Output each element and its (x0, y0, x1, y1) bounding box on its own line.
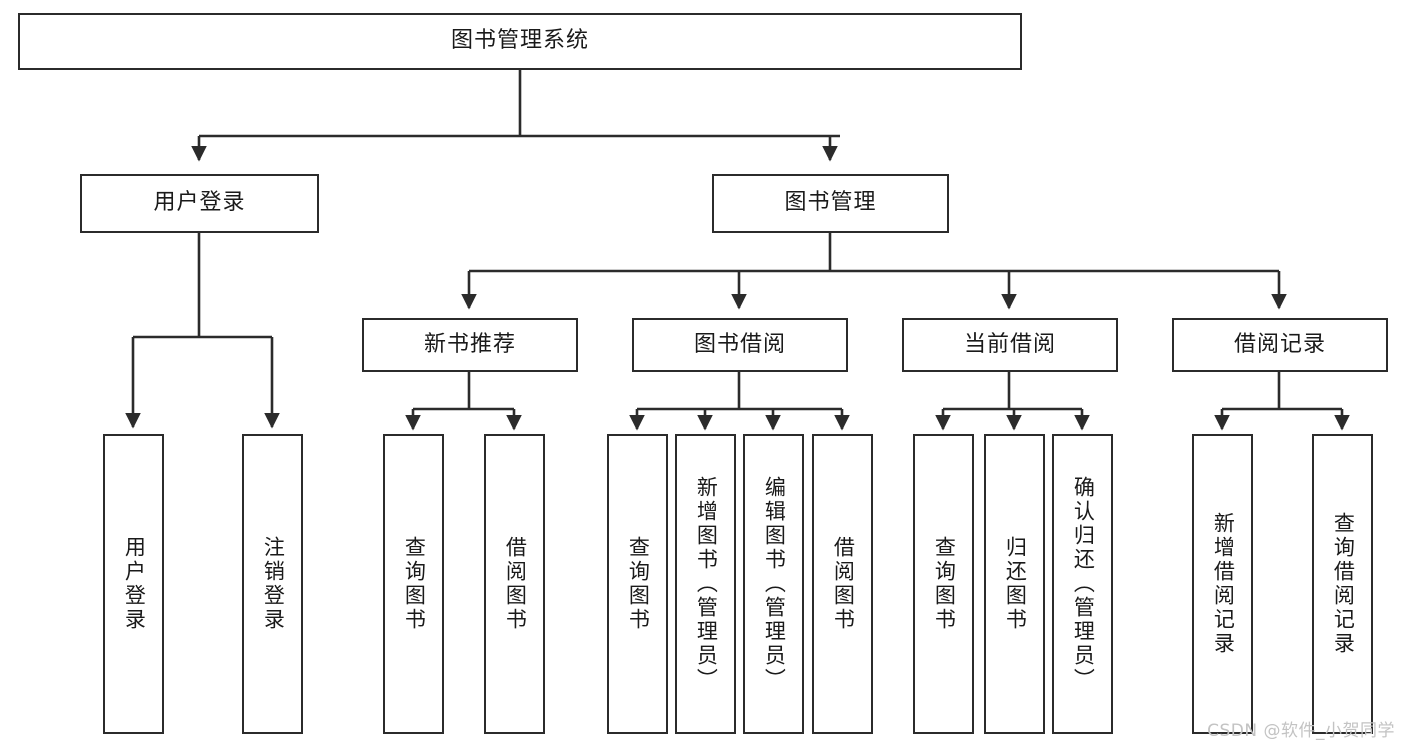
csdn-watermark: CSDN @软件_小贺同学 (1207, 721, 1395, 741)
leaf-return-book[interactable]: 归还图书 (984, 434, 1045, 734)
node-root-label: 图书管理系统 (450, 28, 589, 54)
leaf-add-book[interactable]: 新增图书（管理员） (675, 434, 736, 734)
leaf-confirm-return-label: 确认归还（管理员） (1071, 476, 1096, 692)
node-root[interactable]: 图书管理系统 (18, 13, 1022, 70)
leaf-user-login-label: 用户登录 (122, 536, 147, 632)
leaf-query-record[interactable]: 查询借阅记录 (1312, 434, 1373, 734)
leaf-add-book-label: 新增图书（管理员） (694, 476, 719, 692)
leaf-borrow-book-1-label: 借阅图书 (503, 536, 528, 632)
leaf-borrow-book-1[interactable]: 借阅图书 (484, 434, 545, 734)
leaf-add-record-label: 新增借阅记录 (1211, 512, 1236, 656)
node-current-borrow-label: 当前借阅 (963, 331, 1056, 357)
leaf-edit-book-label: 编辑图书（管理员） (762, 476, 787, 692)
leaf-query-book-1[interactable]: 查询图书 (383, 434, 444, 734)
node-book-borrow-label: 图书借阅 (693, 331, 786, 357)
leaf-borrow-book-2[interactable]: 借阅图书 (812, 434, 873, 734)
leaf-query-book-3-label: 查询图书 (932, 536, 957, 632)
node-borrow-record-label: 借阅记录 (1233, 331, 1326, 357)
leaf-add-record[interactable]: 新增借阅记录 (1192, 434, 1253, 734)
leaf-user-logout[interactable]: 注销登录 (242, 434, 303, 734)
node-current-borrow[interactable]: 当前借阅 (902, 318, 1118, 372)
leaf-borrow-book-2-label: 借阅图书 (831, 536, 856, 632)
leaf-user-login[interactable]: 用户登录 (103, 434, 164, 734)
leaf-user-logout-label: 注销登录 (261, 536, 286, 632)
leaf-confirm-return[interactable]: 确认归还（管理员） (1052, 434, 1113, 734)
node-new-book-recommend-label: 新书推荐 (423, 331, 516, 357)
leaf-query-book-3[interactable]: 查询图书 (913, 434, 974, 734)
leaf-edit-book[interactable]: 编辑图书（管理员） (743, 434, 804, 734)
node-book-manage[interactable]: 图书管理 (712, 174, 949, 233)
node-user-login[interactable]: 用户登录 (80, 174, 319, 233)
leaf-query-book-2-label: 查询图书 (626, 536, 651, 632)
node-book-manage-label: 图书管理 (784, 190, 877, 216)
node-new-book-recommend[interactable]: 新书推荐 (362, 318, 578, 372)
node-user-login-label: 用户登录 (153, 190, 246, 216)
node-book-borrow[interactable]: 图书借阅 (632, 318, 848, 372)
leaf-query-book-1-label: 查询图书 (402, 536, 427, 632)
node-borrow-record[interactable]: 借阅记录 (1172, 318, 1388, 372)
leaf-query-book-2[interactable]: 查询图书 (607, 434, 668, 734)
leaf-query-record-label: 查询借阅记录 (1331, 512, 1356, 656)
leaf-return-book-label: 归还图书 (1003, 536, 1028, 632)
